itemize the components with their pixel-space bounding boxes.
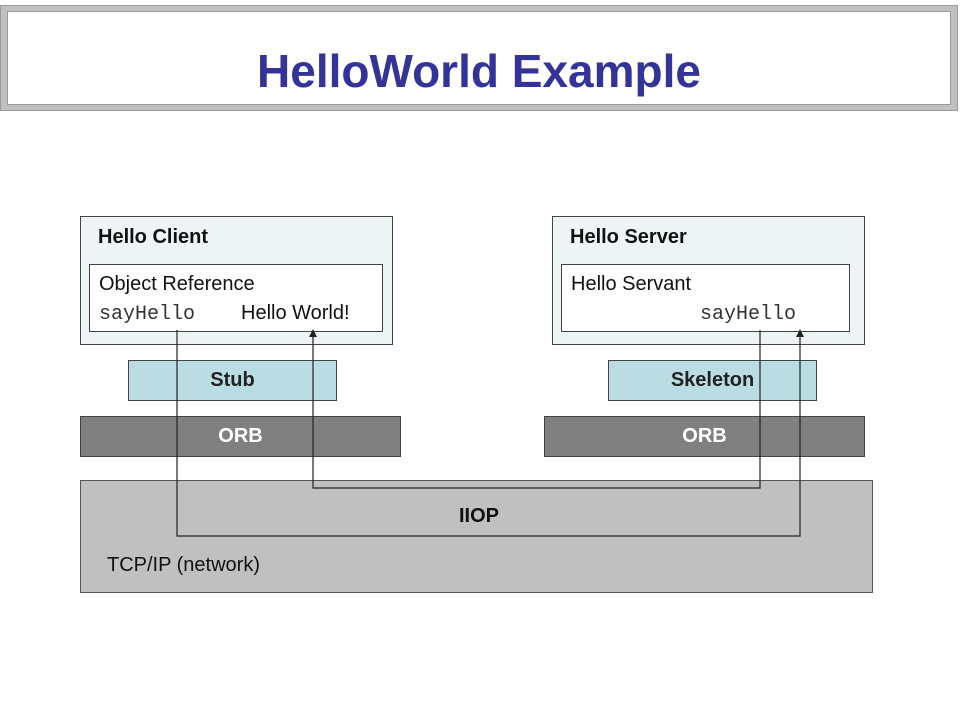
servant-box: Hello Servant sayHello — [561, 264, 850, 332]
network-label: TCP/IP (network) — [107, 554, 260, 576]
response-path-line — [312, 330, 761, 489]
client-orb-box: ORB — [80, 416, 401, 457]
request-arrowhead — [796, 329, 804, 337]
skeleton-box: Skeleton — [608, 360, 817, 401]
request-path-line — [176, 330, 801, 537]
client-result-text: Hello World! — [241, 302, 350, 324]
hello-client-node: Hello Client Object Reference sayHello H… — [80, 216, 393, 345]
title-frame: HelloWorld Example — [0, 5, 958, 111]
response-arrowhead — [309, 329, 317, 337]
page-title: HelloWorld Example — [257, 45, 701, 97]
server-orb-box: ORB — [544, 416, 865, 457]
client-label: Hello Client — [98, 226, 209, 248]
hello-server-node: Hello Server Hello Servant sayHello — [552, 216, 865, 345]
object-reference-label: Object Reference — [99, 273, 255, 295]
servant-label: Hello Servant — [571, 273, 692, 295]
object-reference-box: Object Reference sayHello Hello World! — [89, 264, 383, 332]
stub-box: Stub — [128, 360, 337, 401]
server-label: Hello Server — [570, 226, 687, 248]
title-panel: HelloWorld Example — [7, 11, 951, 105]
iiop-label: IIOP — [459, 505, 500, 527]
server-method-name: sayHello — [700, 303, 797, 326]
client-method-name: sayHello — [99, 303, 196, 326]
